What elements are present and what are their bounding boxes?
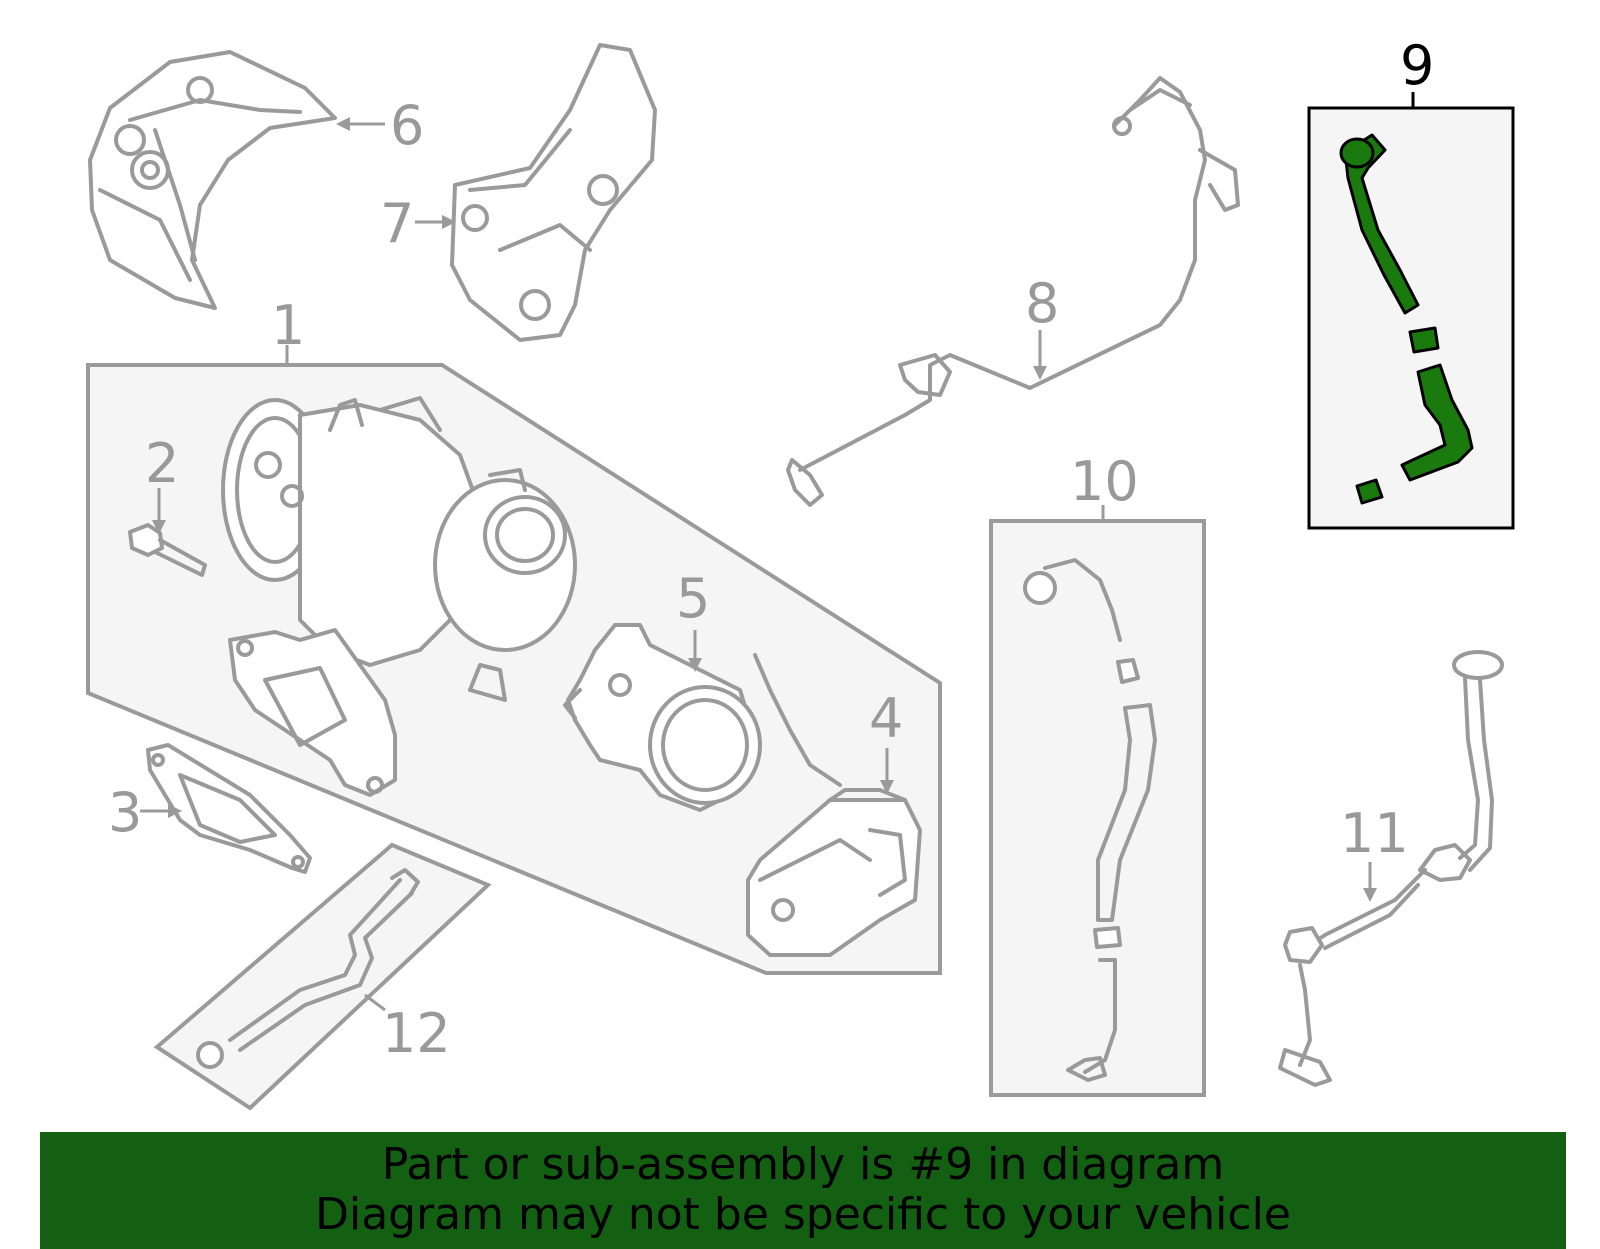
info-banner: Part or sub-assembly is #9 in diagram Di… [40, 1132, 1566, 1249]
callout-7-arrow [442, 215, 456, 229]
part-2-bolt[interactable] [128, 523, 207, 577]
group-box-10 [989, 519, 1206, 1097]
part-7-heat-shield-plate[interactable] [450, 43, 657, 342]
part-9-coolant-hose[interactable] [1339, 133, 1474, 505]
callout-9: 9 [1400, 34, 1434, 97]
part-12-hose[interactable] [196, 868, 420, 1069]
part-8-oil-feed-line[interactable] [786, 76, 1240, 507]
callout-7: 7 [380, 192, 414, 255]
group-box-9 [1307, 106, 1515, 530]
callout-2-arrow [152, 520, 166, 534]
callout-12-leader [364, 993, 386, 1012]
part-6-heat-shield[interactable] [88, 50, 337, 310]
callout-4: 4 [869, 687, 903, 750]
part-4-actuator[interactable] [746, 653, 922, 957]
callout-6: 6 [390, 94, 424, 157]
callout-10: 10 [1070, 450, 1139, 513]
callout-8: 8 [1025, 272, 1059, 335]
callout-11: 11 [1340, 802, 1409, 865]
group-box-12 [153, 842, 492, 1111]
part-3-gasket[interactable] [146, 743, 312, 874]
banner-line-2: Diagram may not be specific to your vehi… [315, 1189, 1291, 1240]
banner-line-1: Part or sub-assembly is #9 in diagram [381, 1139, 1225, 1190]
callout-2: 2 [145, 432, 179, 495]
callout-8-arrow [1033, 366, 1047, 380]
part-5-outlet-pipe[interactable] [563, 623, 762, 812]
part-1-turbocharger[interactable] [221, 396, 577, 797]
callout-5: 5 [676, 567, 710, 630]
callout-3-arrow [168, 804, 182, 818]
callout-1: 1 [271, 294, 305, 357]
callout-12: 12 [382, 1002, 451, 1065]
part-11-return-line[interactable] [1278, 650, 1504, 1087]
callout-6-arrow [336, 117, 350, 131]
part-10-coolant-line[interactable] [1023, 558, 1157, 1082]
callout-11-arrow [1363, 888, 1377, 902]
callout-4-arrow [880, 780, 894, 794]
callout-3: 3 [108, 781, 142, 844]
callout-5-arrow [688, 658, 702, 672]
